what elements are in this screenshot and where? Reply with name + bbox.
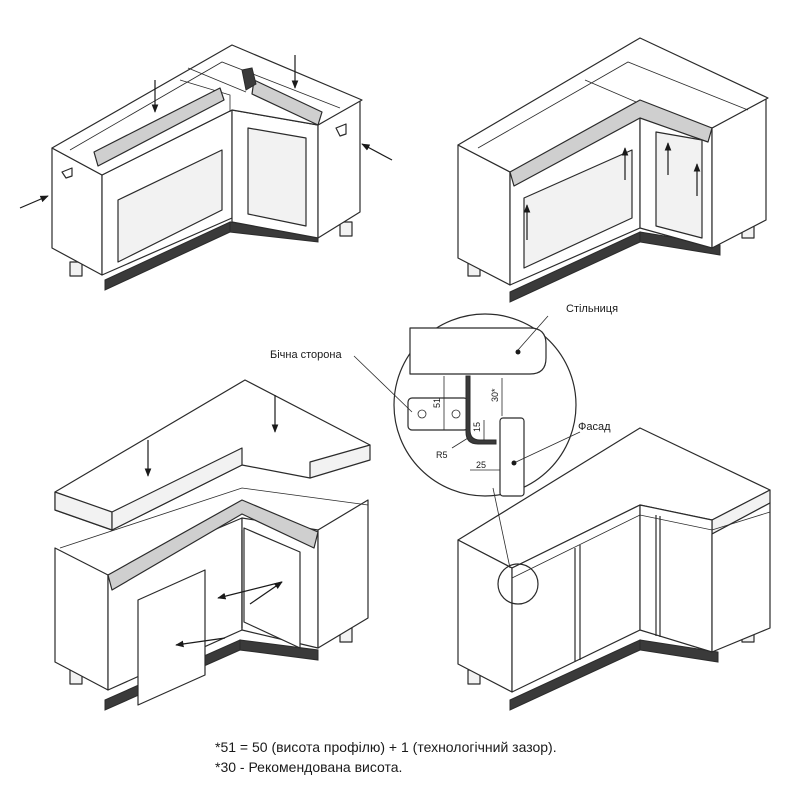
footnote-1: *51 = 50 (висота профілю) + 1 (технологі… xyxy=(215,739,557,755)
countertop-slab xyxy=(54,379,371,531)
dim-gap: 15 xyxy=(472,422,482,432)
dim-profile-height: 51 xyxy=(432,398,442,408)
door-left xyxy=(137,569,206,706)
profile-installed xyxy=(509,99,713,187)
step-2-profiles-installed xyxy=(457,37,769,303)
label-side-panel: Бічна сторона xyxy=(270,349,342,361)
detail-cross-section xyxy=(393,313,577,497)
detail-callout-circle xyxy=(497,563,539,605)
dim-depth: 25 xyxy=(476,460,486,470)
door-right xyxy=(243,527,301,649)
step-4-finished-unit xyxy=(457,427,771,711)
dim-recommended-height: 30* xyxy=(490,388,500,402)
footnote-2: *30 - Рекомендована висота. xyxy=(215,759,403,775)
profile-left xyxy=(93,87,225,167)
label-countertop: Стільниця xyxy=(566,303,618,315)
label-facade: Фасад xyxy=(578,421,611,433)
step-1-profile-insertion xyxy=(19,44,393,291)
step-3-countertop-and-doors xyxy=(54,379,371,711)
profile-right xyxy=(251,79,323,126)
dim-radius: R5 xyxy=(436,450,448,460)
